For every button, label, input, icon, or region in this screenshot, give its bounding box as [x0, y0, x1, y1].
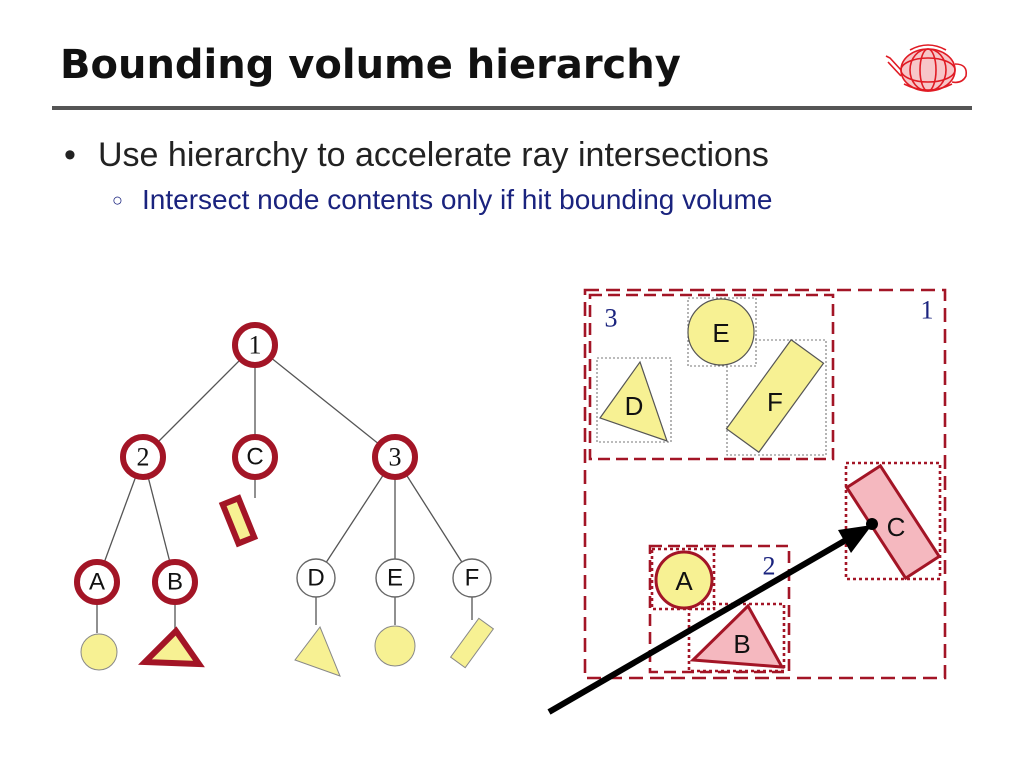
object-b-icon	[138, 626, 205, 668]
leaf-box-b	[687, 602, 786, 673]
ray-arrowhead-icon	[838, 525, 872, 553]
tree-node-label: F	[465, 565, 480, 592]
leaf-box-c	[844, 461, 942, 581]
tree-node-3: 3	[372, 434, 418, 480]
bounding-box-1	[583, 288, 947, 680]
scene-object-b	[689, 603, 785, 669]
tree-node-c: C	[232, 434, 278, 480]
tree-node-label: 3	[389, 443, 402, 472]
scene-object-f	[725, 338, 825, 454]
bounding-box-3	[588, 293, 835, 461]
box-label-2: 2	[763, 552, 776, 581]
tree-node-d: D	[296, 558, 336, 598]
tree-node-f: F	[452, 558, 492, 598]
tree-node-label: 2	[137, 443, 150, 472]
tree-edge	[315, 456, 396, 579]
bullet-item: • Use hierarchy to accelerate ray interse…	[64, 136, 769, 175]
bullet-text: Use hierarchy to accelerate ray intersec…	[98, 136, 769, 174]
tree-node-label: A	[89, 569, 105, 596]
scene-label-a: A	[675, 566, 693, 596]
title-divider	[52, 106, 972, 110]
scene-label-f: F	[767, 387, 783, 417]
ray-hit-point	[866, 518, 878, 530]
box-label-3: 3	[605, 304, 618, 333]
tree-node-label: B	[167, 569, 183, 596]
leaf-box-d	[596, 357, 672, 443]
tree-edge	[394, 456, 473, 579]
sub-bullet-text: Intersect node contents only if hit boun…	[142, 184, 773, 215]
tree-edge	[254, 344, 396, 458]
object-a-icon	[80, 633, 118, 671]
hierarchy-tree	[96, 344, 473, 633]
bounding-volume-scene: 1 3 D E F 2 A B C	[547, 288, 947, 715]
scene-object-e	[687, 298, 755, 366]
ray-line	[547, 537, 848, 715]
box-label-1: 1	[921, 296, 934, 325]
tree-node-label: D	[307, 565, 324, 592]
scene-object-d	[599, 360, 668, 442]
scene-label-b: B	[733, 629, 750, 659]
sub-bullet-circle: ○	[112, 190, 123, 210]
object-e-icon	[374, 625, 416, 667]
scene-label-e: E	[712, 318, 729, 348]
tree-node-b: B	[152, 559, 198, 605]
slide-title: Bounding volume hierarchy	[60, 42, 681, 88]
scene-label-d: D	[625, 391, 644, 421]
object-c-icon	[218, 494, 259, 548]
tree-node-e: E	[375, 558, 415, 598]
scene-object-a	[654, 550, 714, 610]
tree-node-a: A	[74, 559, 120, 605]
tree-node-label: 1	[249, 331, 262, 360]
bounding-box-2	[648, 544, 791, 674]
tree-node-label: C	[246, 444, 263, 471]
tree-node-1: 1	[232, 322, 278, 368]
tree-node-label: E	[387, 565, 403, 592]
bullet-dot: •	[64, 136, 76, 174]
sub-bullet-item: ○ Intersect node contents only if hit bou…	[112, 184, 772, 216]
teapot-wireframe-icon	[885, 44, 968, 92]
leaf-box-f	[726, 339, 827, 456]
object-f-icon	[449, 617, 495, 669]
scene-label-c: C	[887, 512, 906, 542]
scene-object-c	[844, 463, 942, 581]
tree-edge	[142, 344, 256, 458]
tree-node-2: 2	[120, 434, 166, 480]
object-d-icon	[294, 625, 341, 677]
